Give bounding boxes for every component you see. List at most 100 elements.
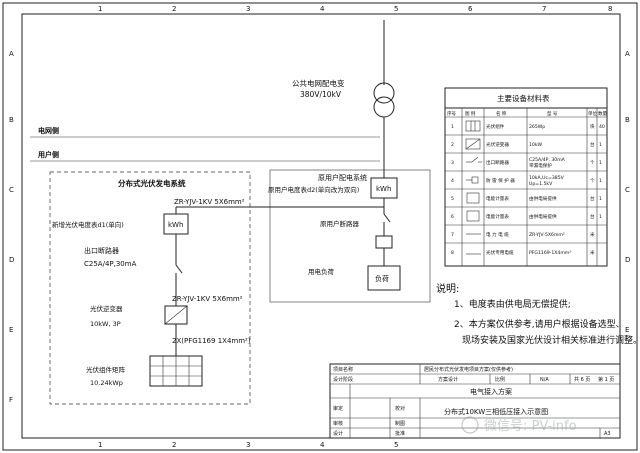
row-letter: C bbox=[9, 186, 14, 194]
tb-project-label: 项目名称 bbox=[333, 366, 353, 373]
watermark-text: 微信号: PV-info bbox=[484, 419, 577, 434]
table-legend-symbols bbox=[465, 120, 482, 255]
transformer-title: 公共电网配电变 bbox=[292, 78, 345, 88]
table-cell-name: 光伏专用电缆 bbox=[486, 249, 514, 256]
row-letter: A bbox=[9, 50, 14, 58]
col-num: 5 bbox=[394, 441, 398, 449]
notes-title: 说明: bbox=[436, 282, 459, 295]
user-meter-kwh: kWh bbox=[376, 185, 391, 193]
table-cell-no: 6 bbox=[451, 214, 454, 220]
tb-sheet-no: 第 1 页 bbox=[598, 376, 614, 383]
col-num: 4 bbox=[320, 5, 325, 13]
tb-project-name: 居民分布式光伏发电项目方案(仅供参考) bbox=[424, 366, 513, 373]
table-header: 图 例 bbox=[465, 110, 476, 117]
note-item: 1、电度表由供电局无偿提供; bbox=[454, 298, 571, 310]
col-num: 6 bbox=[468, 5, 473, 13]
table-cell-no: 3 bbox=[451, 160, 454, 166]
table-cell-name: 电能计量表 bbox=[486, 195, 509, 202]
user-system-title: 原用户配电系统 bbox=[318, 173, 367, 182]
table-cell-model: 由供电局提供 bbox=[529, 213, 557, 220]
transformer-voltage: 380V/10kV bbox=[300, 90, 342, 99]
pv-module-legend-icon bbox=[465, 120, 481, 132]
pv-array-spec: 10.24kWp bbox=[90, 379, 123, 387]
table-cell-qty: 1 bbox=[599, 142, 602, 148]
table-header: 型 号 bbox=[547, 110, 558, 117]
load-box-text: 负荷 bbox=[375, 274, 389, 283]
tb-stage-label: 设计阶段 bbox=[333, 376, 353, 383]
col-num: 1 bbox=[98, 5, 102, 13]
note-item: 2、本方案仅供参考,请用户根据设备选型、 bbox=[454, 318, 625, 330]
table-cell-name: 电 力 电 缆 bbox=[486, 231, 509, 238]
row-letter: E bbox=[625, 326, 629, 334]
outlet-breaker-spec: C25A/4P,30mA bbox=[84, 260, 137, 268]
user-breaker-label: 原用户断路器 bbox=[320, 219, 360, 228]
table-header: 序号 bbox=[447, 110, 456, 117]
col-num: 8 bbox=[608, 5, 612, 13]
table-cell-name: 防 雷 保 护 器 bbox=[486, 177, 515, 184]
meter-legend-icon bbox=[466, 192, 480, 204]
table-cell-qty: 40 bbox=[599, 124, 605, 130]
pv-array bbox=[149, 355, 203, 387]
user-breaker-switch bbox=[383, 213, 391, 223]
wechat-icon bbox=[461, 416, 479, 434]
tb-scale-value: N/A bbox=[540, 377, 549, 383]
table-cell-unit: 个 bbox=[590, 160, 595, 166]
col-num: 3 bbox=[246, 5, 250, 13]
table-cell-unit: 台 bbox=[590, 195, 595, 202]
tb-check-label: 校对 bbox=[395, 405, 405, 412]
col-num: 4 bbox=[320, 441, 325, 449]
user-fuse bbox=[375, 235, 393, 249]
user-meter-label: 原用户电度表d2(单向改为双向) bbox=[268, 185, 359, 194]
tb-size: A3 bbox=[604, 431, 611, 437]
table-cell-name: 电能计量表 bbox=[486, 213, 509, 220]
transformer bbox=[373, 20, 395, 178]
row-letter: E bbox=[9, 326, 13, 334]
col-num: 1 bbox=[98, 441, 102, 449]
pv-array-title: 光伏组件矩阵 bbox=[86, 365, 126, 374]
table-header: 单位 bbox=[588, 110, 597, 117]
table-title: 主要设备材料表 bbox=[497, 93, 550, 103]
row-letter: F bbox=[9, 396, 13, 404]
table-cell-no: 5 bbox=[451, 196, 454, 202]
user-system-box bbox=[269, 169, 431, 303]
table-cell-name: 出口断路器 bbox=[486, 159, 509, 166]
table-cell-model: 由供电局提供 bbox=[529, 195, 557, 202]
load-box bbox=[367, 265, 401, 291]
col-num: 2 bbox=[172, 441, 176, 449]
table-cell-model: 10kW bbox=[529, 142, 543, 148]
tb-approve-label: 审定 bbox=[333, 405, 343, 412]
row-letters: A B C D E F A B C D E bbox=[9, 50, 630, 404]
pv-system-box bbox=[49, 171, 251, 405]
table-cell-no: 8 bbox=[451, 250, 454, 256]
grid-side-label: 电网侧 bbox=[38, 126, 59, 135]
row-letter: B bbox=[9, 116, 14, 124]
table-cell-qty: 1 bbox=[599, 214, 602, 220]
table-cell-qty: 1 bbox=[599, 178, 602, 184]
tb-stage-value: 方案设计 bbox=[438, 376, 458, 383]
row-letter: D bbox=[9, 256, 14, 264]
equipment-table bbox=[444, 87, 608, 267]
tb-drawing-title-1: 电气接入方案 bbox=[470, 387, 512, 396]
meter-legend-icon bbox=[466, 210, 480, 222]
table-cell-unit: 块 bbox=[590, 123, 595, 130]
outlet-breaker-title: 出口断路器 bbox=[84, 246, 119, 255]
note-item: 现场安装及国家光伏设计相关标准进行调整。 bbox=[462, 334, 640, 346]
row-letter: B bbox=[625, 116, 630, 124]
transformer-coil-bottom bbox=[373, 96, 395, 118]
row-letter: A bbox=[625, 50, 630, 58]
inverter-legend-icon bbox=[465, 138, 481, 150]
table-cell-model: 265Wp bbox=[529, 124, 545, 130]
tb-ratify-label: 批准 bbox=[395, 430, 405, 437]
tb-drawing-title-2: 分布式10KW三相低压接入示意图 bbox=[444, 407, 548, 416]
outlet-breaker-switch bbox=[175, 264, 183, 274]
table-cell-no: 7 bbox=[451, 232, 454, 238]
inner-frame bbox=[21, 13, 621, 439]
table-cell-no: 1 bbox=[451, 124, 454, 130]
table-cell-unit: 台 bbox=[590, 141, 595, 148]
tb-sheet-total: 共 6 页 bbox=[574, 376, 590, 383]
